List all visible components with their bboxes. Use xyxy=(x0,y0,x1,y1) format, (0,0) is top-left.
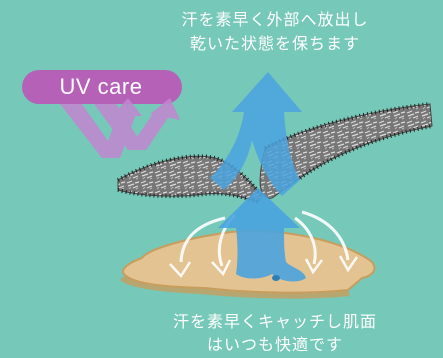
sweat-release-arrow xyxy=(210,72,302,196)
uv-care-label: UV care xyxy=(22,72,180,102)
bottom-caption-line-2: はいつも快適です xyxy=(145,333,405,356)
top-caption-line-1: 汗を素早く外部へ放出し xyxy=(150,8,400,32)
bottom-caption-line-1: 汗を素早くキャッチし肌面 xyxy=(145,310,405,333)
top-caption-line-2: 乾いた状態を保ちます xyxy=(150,32,400,56)
sweat-droplet xyxy=(272,275,280,281)
bottom-caption: 汗を素早くキャッチし肌面 はいつも快適です xyxy=(145,310,405,356)
uv-reflection-arrows xyxy=(60,98,180,158)
top-caption: 汗を素早く外部へ放出し 乾いた状態を保ちます xyxy=(150,8,400,56)
